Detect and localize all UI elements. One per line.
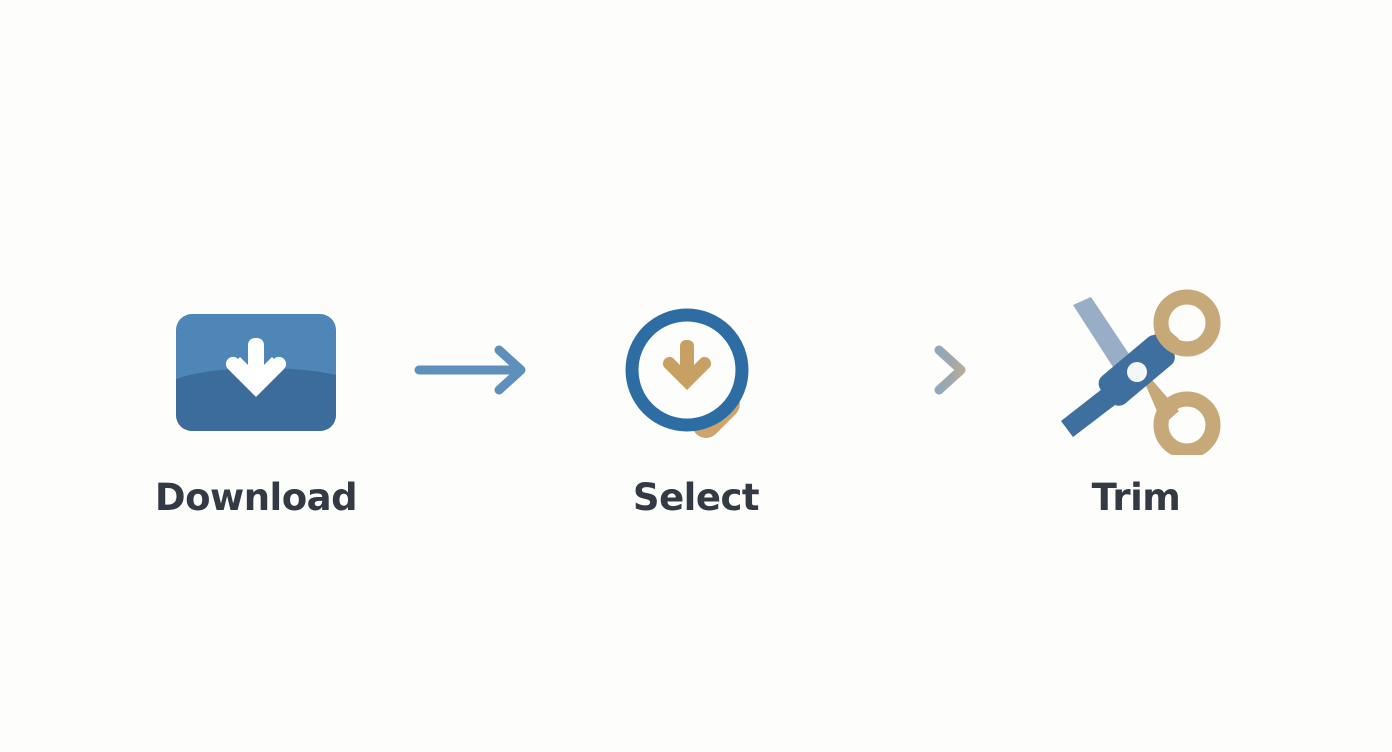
step-select[interactable]: Select [571,0,821,516]
scissors-icon [1051,285,1221,455]
connector-download-to-select [381,0,571,455]
step-label-trim: Trim [1091,476,1181,519]
arrow-right-icon [414,345,526,395]
step-label-download: Download [154,476,358,519]
download-box-icon [171,285,341,455]
step-trim[interactable]: Trim [1011,0,1261,516]
arrow-right-icon [854,345,966,395]
magnifier-download-icon [611,285,781,455]
step-label-select: Select [632,476,760,519]
connector-select-to-trim [821,0,1011,455]
step-download[interactable]: Download [131,0,381,516]
